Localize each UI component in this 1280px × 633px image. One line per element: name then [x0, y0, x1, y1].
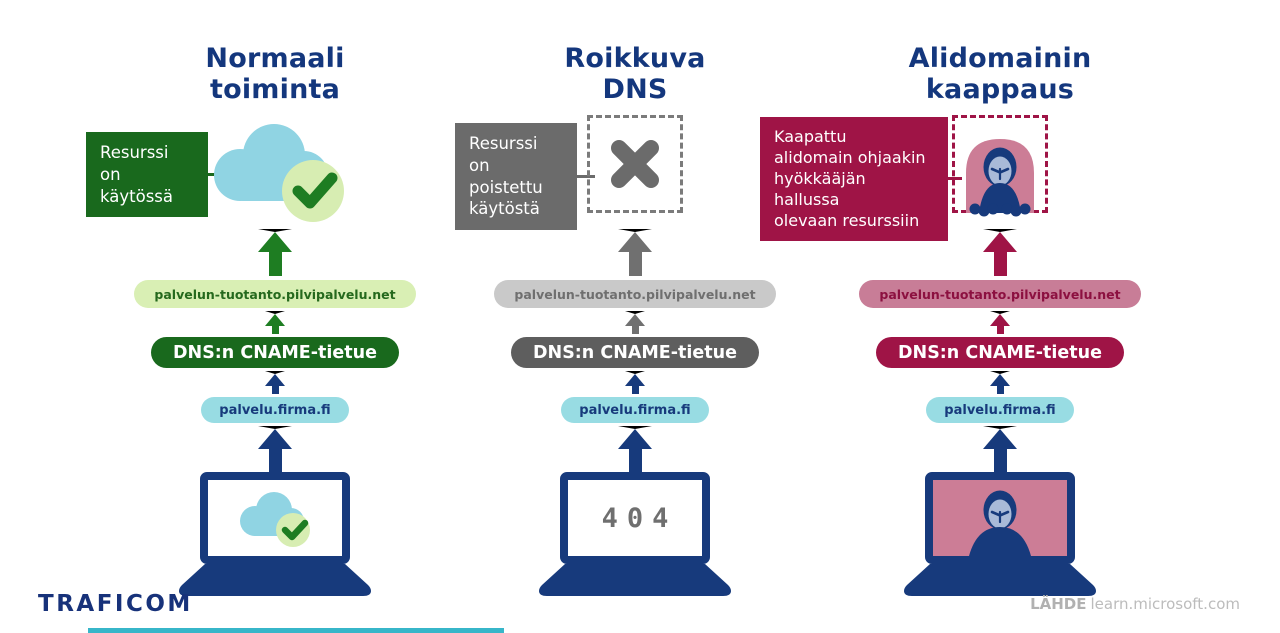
hijacked-resource-label: Kaapattu alidomain ohjaakin hyökkääjän h… — [760, 117, 962, 241]
label-line: Kaapattu — [774, 127, 847, 146]
column-title: Roikkuva DNS — [564, 43, 706, 105]
icon-area: Resurssi on poistettu käytöstä — [440, 115, 830, 231]
cloud-check-icon — [240, 492, 310, 547]
hacker-icon — [966, 139, 1034, 217]
traficom-logo: TRAFICOM — [38, 591, 193, 617]
laptop: 404 — [535, 472, 735, 596]
label-line: hyökkääjän hallussa — [774, 169, 866, 210]
arrow-up-icon — [618, 229, 652, 276]
label-line: on poistettu — [469, 155, 543, 197]
cname-target-pill: palvelun-tuotanto.pilvipalvelu.net — [134, 280, 416, 308]
column-normal-operation: Normaali toiminta Resurssi on käytössä — [40, 0, 510, 633]
deleted-resource-box — [587, 115, 683, 213]
hacker-icon — [969, 490, 1031, 556]
column-title: Normaali toiminta — [205, 43, 345, 105]
laptop — [900, 472, 1100, 596]
dns-cname-pill: DNS:n CNAME-tietue — [876, 337, 1124, 368]
laptop-base — [904, 564, 1096, 596]
title-line: Alidomainin — [908, 43, 1092, 74]
arrow-up-icon — [990, 311, 1010, 334]
connector-line — [948, 177, 962, 181]
arrow-up-icon — [983, 229, 1017, 276]
column-dangling-dns: Roikkuva DNS Resurssi on poistettu käytö… — [440, 0, 830, 633]
dns-cname-pill: DNS:n CNAME-tietue — [151, 337, 399, 368]
source-value: learn.microsoft.com — [1090, 595, 1240, 613]
resource-status-label: Resurssi on käytössä — [86, 132, 236, 218]
title-line: Roikkuva — [564, 43, 706, 74]
laptop — [175, 472, 375, 596]
label-line: olevaan resurssiin — [774, 211, 920, 231]
dns-cname-pill: DNS:n CNAME-tietue — [511, 337, 759, 368]
connector-line — [577, 175, 595, 179]
service-domain-pill: palvelu.firma.fi — [201, 397, 349, 423]
cloud-check-icon — [194, 115, 356, 229]
label-line: alidomain ohjaakin — [774, 148, 926, 168]
source-label: LÄHDE — [1030, 595, 1087, 613]
service-domain-pill: palvelu.firma.fi — [561, 397, 709, 423]
icon-area: Kaapattu alidomain ohjaakin hyökkääjän h… — [755, 115, 1245, 241]
arrow-up-icon — [265, 311, 285, 334]
arrow-up-icon — [618, 426, 652, 473]
title-line: Normaali — [205, 43, 345, 74]
laptop-screen: 404 — [560, 472, 710, 564]
arrow-up-icon — [258, 229, 292, 276]
arrow-up-icon — [983, 426, 1017, 473]
label-line: on käytössä — [100, 164, 174, 206]
column-title: Alidomainin kaappaus — [908, 43, 1092, 105]
cname-target-pill: palvelun-tuotanto.pilvipalvelu.net — [859, 280, 1141, 308]
arrow-up-icon — [990, 371, 1010, 394]
error-404-text: 404 — [601, 502, 678, 534]
icon-area: Resurssi on käytössä — [40, 115, 510, 222]
x-icon — [611, 140, 659, 188]
laptop-screen — [200, 472, 350, 564]
laptop-base — [539, 564, 731, 596]
arrow-up-icon — [258, 426, 292, 473]
label-line: käytöstä — [469, 199, 540, 219]
attacker-resource-box — [952, 115, 1048, 217]
arrow-up-icon — [625, 371, 645, 394]
title-line: DNS — [602, 73, 668, 105]
column-subdomain-hijack: Alidomainin kaappaus Kaapattu alidomain … — [755, 0, 1245, 633]
resource-status-label: Resurssi on poistettu käytöstä — [455, 123, 595, 231]
label-line: Resurssi — [469, 134, 538, 153]
title-line: kaappaus — [925, 73, 1075, 105]
service-domain-pill: palvelu.firma.fi — [926, 397, 1074, 423]
label-line: Resurssi — [100, 143, 169, 162]
arrow-up-icon — [265, 371, 285, 394]
footer-accent-bar — [88, 628, 504, 633]
cname-target-pill: palvelun-tuotanto.pilvipalvelu.net — [494, 280, 776, 308]
laptop-screen — [925, 472, 1075, 564]
title-line: toiminta — [209, 73, 341, 105]
arrow-up-icon — [625, 311, 645, 334]
laptop-base — [179, 564, 371, 596]
